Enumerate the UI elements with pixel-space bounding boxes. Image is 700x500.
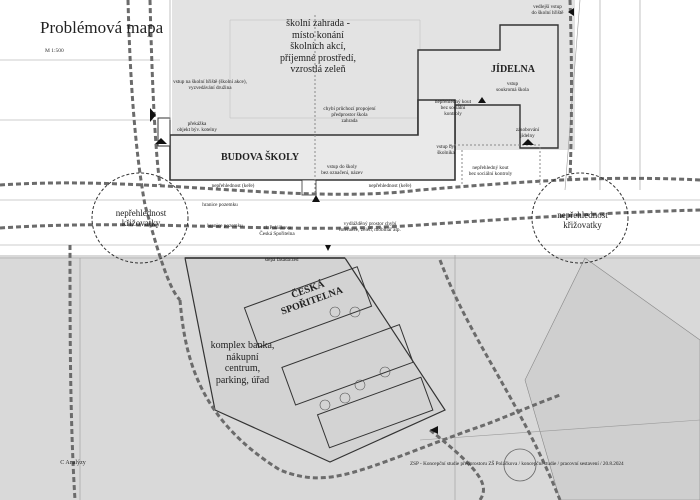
- school-building-label: BUDOVA ŠKOLY: [220, 152, 300, 163]
- intersection-left-label: nepřehlednost křižovatky: [115, 208, 167, 229]
- entrance-arrow-icon: [150, 8, 574, 434]
- map-title: Problémová mapa: [40, 18, 164, 37]
- bank-label-box: [243, 266, 373, 348]
- promenade-label: vydlážděný prostor chybí interakce, zele…: [339, 221, 401, 233]
- unclear-sidewalk-label: nepřehlednost (keře): [211, 183, 255, 189]
- school-building: [169, 99, 456, 181]
- property-border2-label: hranice pozemku: [207, 223, 243, 229]
- garden-label: školní zahrada - místo konání školních a…: [279, 18, 357, 75]
- unclear-sidewalk-right-label: nepřehlednost (keře): [368, 183, 412, 189]
- school-garden-area: [172, 0, 575, 150]
- footer-label: ZSP - Koncepční studie předprostoru ZŠ P…: [410, 461, 624, 467]
- street-name-label: ul. Poláčkova Česká Spořitelna: [259, 225, 295, 237]
- playground-entrance-label: vstup na školní hřiště (školní akce), vy…: [173, 79, 247, 91]
- unclear-corner-bottom-label: nepřehledný kout bez sociální kontroly: [468, 165, 513, 177]
- entrance-notch: [301, 179, 317, 196]
- inner-paths: [314, 15, 541, 195]
- intersection-clouds: [91, 172, 629, 264]
- right-block: [524, 257, 700, 500]
- intersection-right-label: nepřehlednost křižovatky: [557, 210, 608, 231]
- complex-label: komplex banka, nákupní centrum, parking,…: [210, 340, 275, 386]
- bank-block-2: [281, 324, 414, 406]
- street-band: [0, 190, 700, 255]
- unclear-corner-top-label: nepřehledný kout bez sociální kontroly: [434, 99, 472, 117]
- missing-connection-label: chybí průchozí propojení předprostor ško…: [323, 106, 376, 124]
- blind-facade-label: slepá fasáda/zeď: [264, 257, 300, 263]
- round-element: [503, 448, 537, 482]
- school-entrance-label: vstup do školy bez označení, název: [321, 164, 363, 176]
- bike-entrance-label: vstup byt školnika: [436, 144, 456, 156]
- property-border-label: hranice pozemku: [202, 202, 238, 208]
- canteen-label: JÍDELNA: [491, 64, 535, 75]
- private-school-entrance-label: vstup soukromá škola: [496, 81, 529, 93]
- supply-entrance-label: zásobování jídelny: [515, 127, 540, 139]
- parking-circles: [319, 306, 391, 411]
- gazebo-label: překážka objekt býv. kotelny: [177, 121, 217, 133]
- side-entrance-label: vedlejší vstup do školní hřiště: [531, 4, 564, 16]
- bank-block-3: [316, 376, 434, 449]
- analysis-label: C Analýzy: [60, 460, 86, 466]
- scale-label: M 1:500: [45, 48, 64, 54]
